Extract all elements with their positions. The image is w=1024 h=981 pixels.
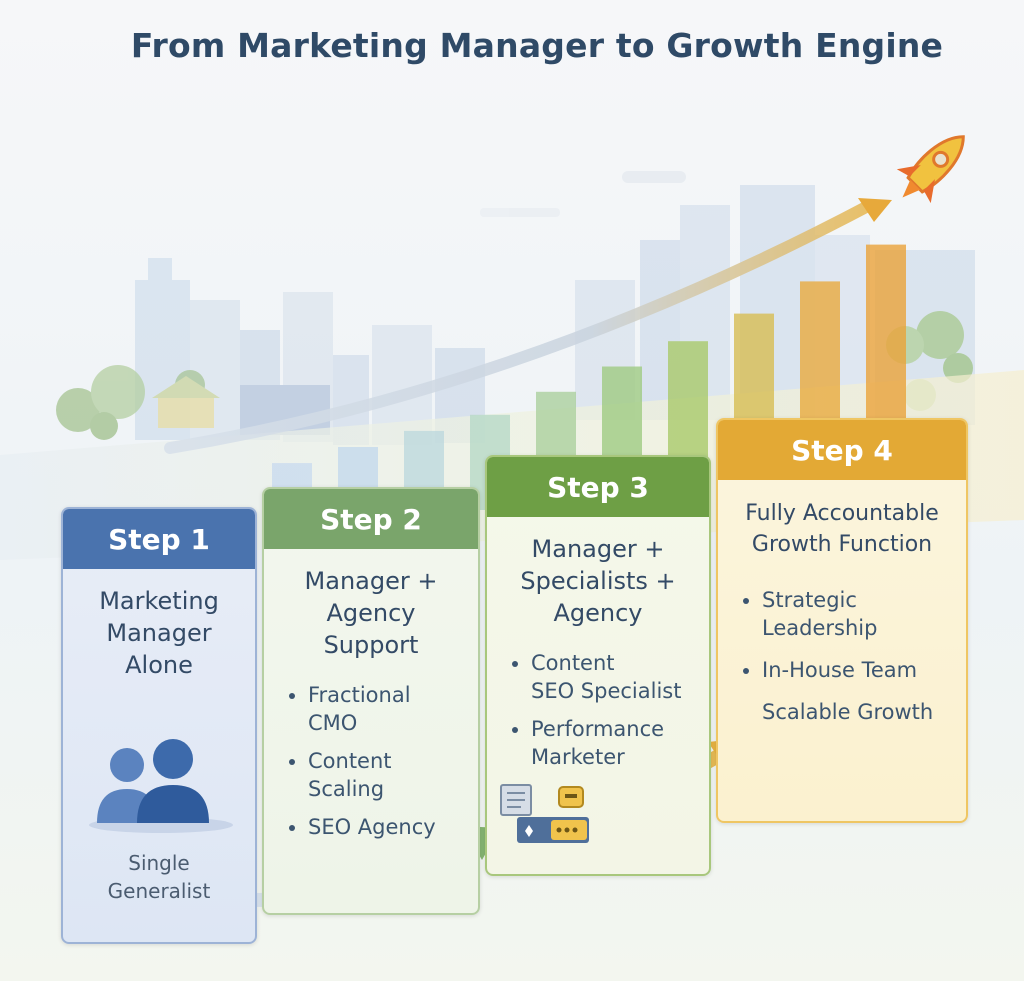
step-1-footer: Single Generalist [63, 849, 255, 905]
step-1-label: Step 1 [108, 522, 210, 556]
step-3-heading-line: Agency [553, 599, 643, 627]
list-item-text: Leadership [762, 616, 878, 640]
list-item-text: Fractional [308, 683, 411, 707]
step-4-heading-line: Fully Accountable [745, 501, 939, 526]
step-1-footer-line: Generalist [107, 879, 211, 903]
step-2-label: Step 2 [320, 502, 422, 536]
list-item: Content SEO Specialist [531, 649, 709, 705]
step-1-heading: Marketing Manager Alone [73, 585, 245, 681]
step-1-heading-line: Manager [106, 619, 212, 647]
step-3-card: Step 3 Manager + Specialists + Agency Co… [485, 455, 711, 876]
step-3-header: Step 3 [487, 457, 709, 517]
step-1-heading-line: Marketing [99, 587, 219, 615]
list-item: Performance Marketer [531, 715, 709, 771]
step-3-bullet-list: Content SEO Specialist Performance Marke… [487, 649, 709, 771]
list-item: SEO Agency [308, 813, 478, 841]
step-2-heading-line: Support [323, 631, 419, 659]
step-1-footer-line: Single [128, 851, 190, 875]
list-item-text: SEO Agency [308, 815, 436, 839]
page-title: From Marketing Manager to Growth Engine [130, 26, 944, 65]
list-item-text: Scalable Growth [762, 700, 934, 724]
list-item: Content Scaling [308, 747, 478, 803]
step-3-heading-line: Specialists + [520, 567, 676, 595]
list-item-text: SEO Specialist [531, 679, 682, 703]
step-4-card: Step 4 Fully Accountable Growth Function… [716, 418, 968, 823]
step-4-label: Step 4 [791, 433, 893, 467]
step-2-bullet-list: Fractional CMO Content Scaling SEO Agenc… [264, 681, 478, 841]
desk-tools-icon [500, 784, 589, 843]
list-item-text: In-House Team [762, 658, 918, 682]
step-3-heading: Manager + Specialists + Agency [497, 533, 699, 629]
step-4-heading-line: Growth Function [751, 532, 933, 557]
list-item-text: Marketer [531, 745, 625, 769]
step-3-heading-line: Manager + [531, 535, 665, 563]
rocket-icon [896, 135, 965, 204]
growth-curve-arrowhead [858, 198, 892, 222]
list-item-text: Scaling [308, 777, 385, 801]
list-item: Scalable Growth [762, 698, 966, 726]
growth-curve [164, 199, 876, 454]
step-2-header: Step 2 [264, 489, 478, 549]
list-item: Fractional CMO [308, 681, 478, 737]
list-item-text: Strategic [762, 588, 857, 612]
list-item: In-House Team [762, 656, 966, 684]
step-4-bullet-list: Strategic Leadership In-House Team Scala… [718, 586, 966, 726]
step-3-label: Step 3 [547, 470, 649, 504]
list-item-text: Performance [531, 717, 665, 741]
list-item-text: Content [531, 651, 615, 675]
step-4-header: Step 4 [718, 420, 966, 480]
people-icon [89, 739, 233, 833]
step-2-heading-line: Manager + [304, 567, 438, 595]
step-2-heading-line: Agency [326, 599, 416, 627]
step-1-heading-line: Alone [125, 651, 193, 679]
list-item-text: Content [308, 749, 392, 773]
step-1-card: Step 1 Marketing Manager Alone Single Ge… [61, 507, 257, 944]
step-2-card: Step 2 Manager + Agency Support Fraction… [262, 487, 480, 915]
step-2-heading: Manager + Agency Support [274, 565, 468, 661]
step-1-header: Step 1 [63, 509, 255, 569]
step-4-heading: Fully Accountable Growth Function [728, 498, 956, 560]
list-item: Strategic Leadership [762, 586, 966, 642]
list-item-text: CMO [308, 711, 358, 735]
